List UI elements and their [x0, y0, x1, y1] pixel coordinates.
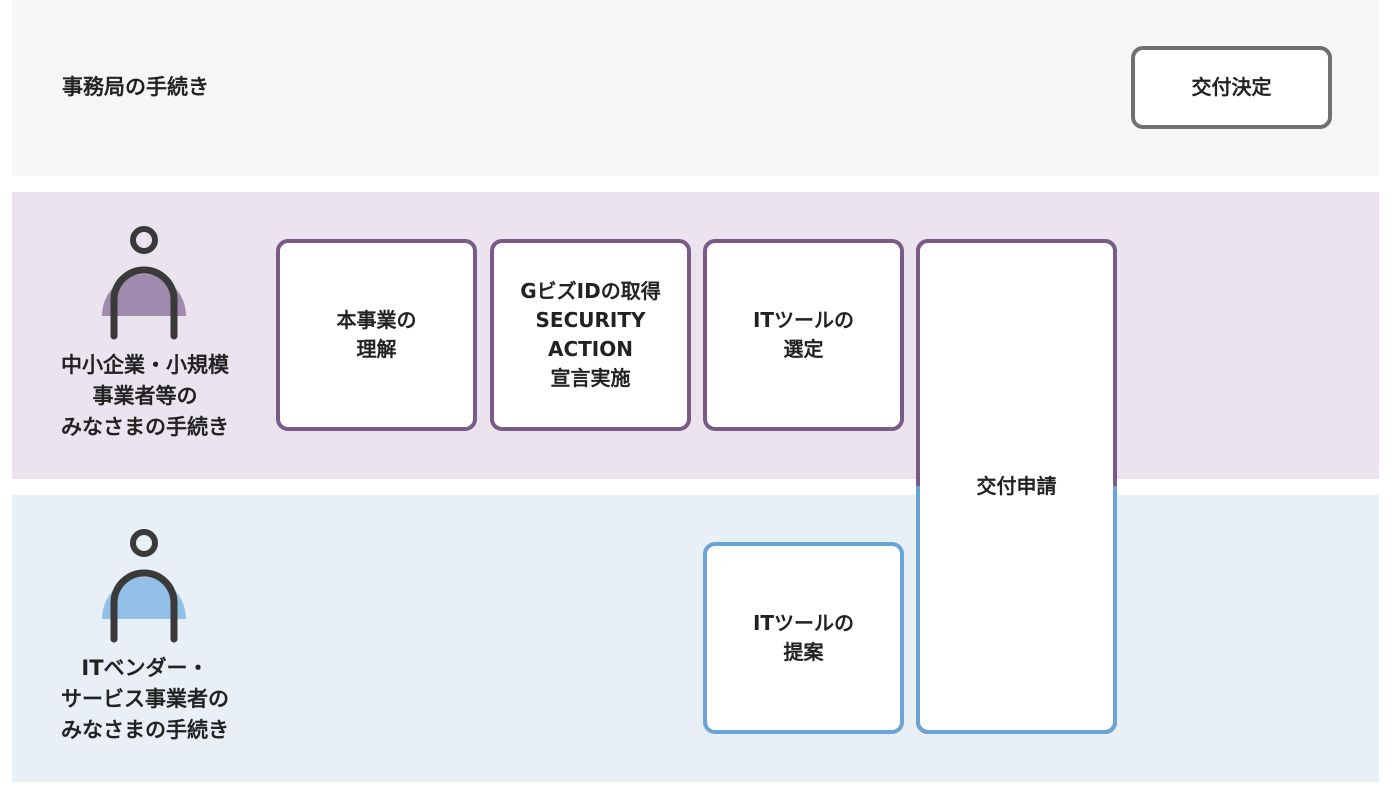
grant-decision-step: 交付決定	[1131, 46, 1332, 129]
propose-it-tool-step: ITツールの 提案	[703, 542, 904, 734]
select-it-tool-label: ITツールの 選定	[752, 308, 855, 361]
sme-lane	[12, 192, 1379, 479]
grant-application-label: 交付申請	[976, 474, 1057, 498]
propose-it-tool-label: ITツールの 提案	[752, 611, 855, 664]
gbiz-security-action-label: GビズIDの取得 SECURITY ACTION 宣言実施	[520, 279, 661, 390]
vendor-lane-label: ITベンダー・ サービス事業者の みなさまの手続き	[61, 656, 229, 742]
gbiz-security-action-step: GビズIDの取得 SECURITY ACTION 宣言実施	[490, 239, 691, 431]
select-it-tool-step: ITツールの 選定	[703, 239, 904, 431]
understand-program-step: 本事業の 理解	[276, 239, 477, 431]
grant-decision-label: 交付決定	[1191, 75, 1272, 99]
office-lane-label: 事務局の手続き	[62, 75, 209, 99]
grant-application-border-bottom	[916, 486, 1117, 734]
grant-application-step: 交付申請	[916, 239, 1117, 734]
vendor-lane	[12, 495, 1379, 782]
sme-lane-label: 中小企業・小規模 事業者等の みなさまの手続き	[61, 353, 229, 439]
understand-program-label: 本事業の 理解	[336, 308, 417, 361]
person-icon	[102, 529, 186, 643]
person-icon	[102, 226, 186, 340]
